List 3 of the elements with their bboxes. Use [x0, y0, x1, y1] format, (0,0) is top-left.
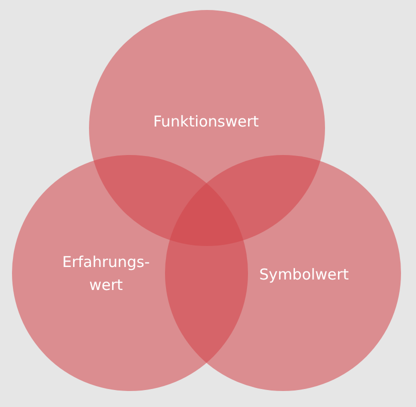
- circle-label: Symbolwert: [259, 264, 349, 286]
- circle-label: Erfahrungs- wert: [61, 252, 151, 296]
- circle-label: Funktionswert: [153, 112, 259, 132]
